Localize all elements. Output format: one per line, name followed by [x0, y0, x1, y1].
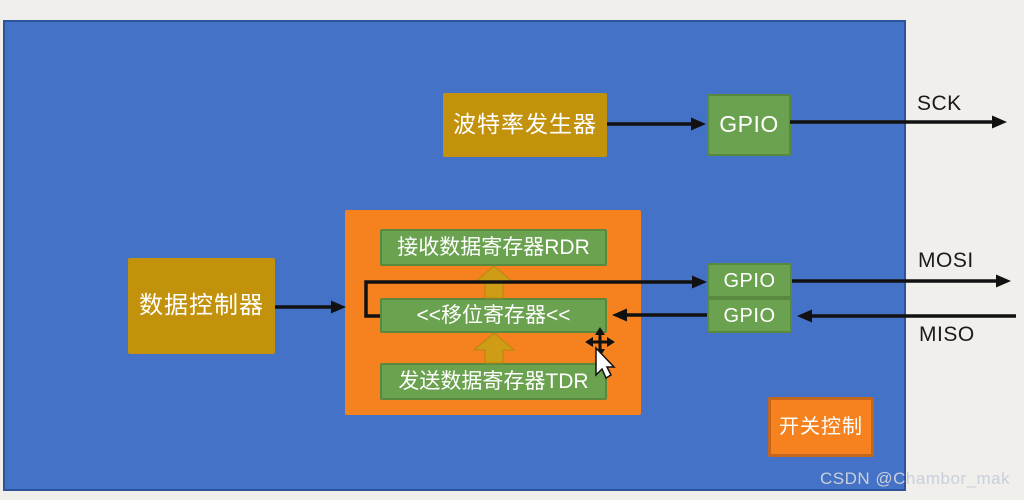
data-controller-block: 数据控制器: [128, 258, 275, 354]
switch-control-block: 开关控制: [768, 397, 874, 457]
baud-rate-generator-block: 波特率发生器: [443, 93, 607, 157]
gpio-miso-block: GPIO: [707, 298, 792, 333]
gpio-sck-block: GPIO: [707, 94, 791, 156]
receive-data-register-rdr-block: 接收数据寄存器RDR: [380, 229, 607, 266]
sck-signal-label: SCK: [917, 92, 962, 115]
transmit-data-register-tdr-block: 发送数据寄存器TDR: [380, 363, 607, 400]
csdn-watermark: CSDN @Chambor_mak: [820, 469, 1011, 488]
mosi-signal-label: MOSI: [918, 249, 974, 272]
miso-signal-label: MISO: [919, 323, 975, 346]
shift-register-block: <<移位寄存器<<: [380, 298, 607, 333]
gpio-mosi-block: GPIO: [707, 263, 792, 298]
